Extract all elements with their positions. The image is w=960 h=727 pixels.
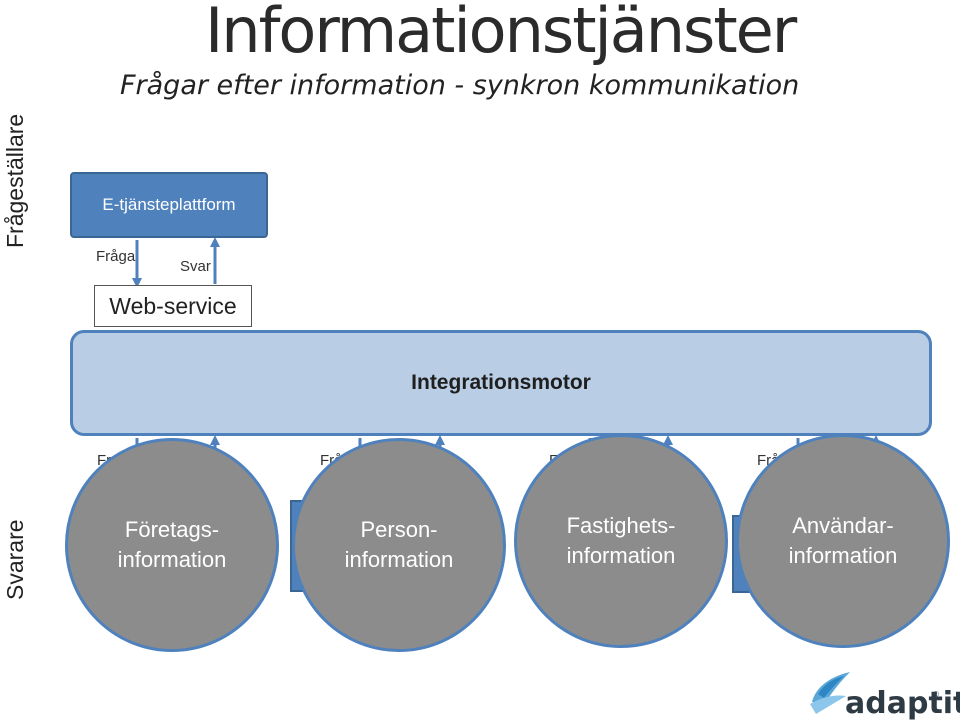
butterfly-logo-icon bbox=[810, 672, 850, 714]
adaptit-logo-text: adaptit bbox=[845, 686, 960, 721]
provider-company-info: Företags- information bbox=[65, 438, 279, 652]
page-title: Informationstjänster bbox=[205, 0, 797, 67]
provider-1-line1: Företags- bbox=[124, 517, 220, 543]
provider-3-line2: information bbox=[566, 543, 676, 568]
integration-engine-label: Integrationsmotor bbox=[411, 371, 591, 394]
response-label-top: Svar bbox=[180, 258, 211, 275]
provider-1-line2: information bbox=[117, 547, 227, 572]
provider-4-line1: Användar- bbox=[792, 513, 894, 539]
provider-user-info: Användar- information bbox=[736, 434, 950, 648]
provider-property-info: Fastighets- information bbox=[514, 434, 728, 648]
provider-2-line1: Person- bbox=[360, 517, 438, 543]
provider-person-info: Person- information bbox=[292, 438, 506, 652]
request-label-top: Fråga bbox=[96, 248, 136, 265]
eservice-platform-box: E-tjänsteplattform bbox=[70, 172, 268, 238]
integration-engine-box: Integrationsmotor bbox=[70, 330, 932, 436]
provider-4-line2: information bbox=[788, 543, 898, 568]
web-service-box: Web-service bbox=[94, 285, 252, 327]
page-subtitle: Frågar efter information - synkron kommu… bbox=[120, 70, 800, 101]
provider-3-line1: Fastighets- bbox=[566, 513, 676, 539]
registered-mark: ® bbox=[933, 690, 939, 699]
provider-2-line2: information bbox=[344, 547, 454, 572]
